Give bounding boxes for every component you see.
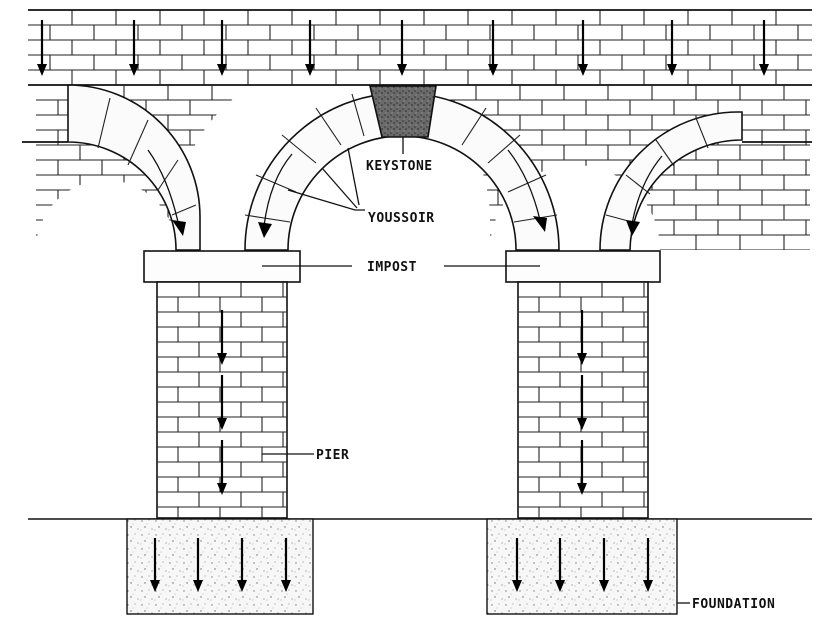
left-pier-load-arrow bbox=[217, 310, 227, 365]
voussoir-leader-line-inner bbox=[347, 147, 360, 206]
keystone-block bbox=[368, 85, 437, 138]
foundation-label: FOUNDATION bbox=[692, 597, 775, 612]
central-left-thrust-arrowhead bbox=[258, 222, 272, 238]
voussoir-label: YOUSSOIR bbox=[368, 211, 435, 226]
left-pier-load-arrow bbox=[217, 440, 227, 495]
left-foundation-load-arrow bbox=[237, 538, 247, 592]
top-load-arrow bbox=[305, 20, 315, 76]
voussoir-leader-line-middle bbox=[321, 167, 358, 209]
right-foundation-load-arrow bbox=[599, 538, 609, 592]
left-foundation-load-arrow bbox=[281, 538, 291, 592]
right-foundation-block bbox=[486, 518, 678, 615]
central-arch bbox=[244, 92, 560, 251]
voussoir-leader-line-outer bbox=[287, 189, 365, 211]
central-right-thrust-arrowhead bbox=[533, 216, 547, 232]
right-pier-load-arrow bbox=[577, 440, 587, 495]
top-wall-bricks bbox=[28, 10, 812, 85]
top-wall bbox=[28, 9, 812, 86]
left-arch-voussoir-joints bbox=[97, 97, 197, 216]
load-arrows bbox=[37, 20, 769, 592]
top-load-arrow bbox=[397, 20, 407, 76]
right-pier-load-arrow bbox=[577, 310, 587, 365]
right-pier-load-arrow bbox=[577, 375, 587, 430]
top-load-arrow bbox=[217, 20, 227, 76]
right-foundation-load-arrow bbox=[643, 538, 653, 592]
right-arch-thrust-arrowhead bbox=[626, 220, 640, 236]
left-pier-load-arrow bbox=[217, 375, 227, 430]
impost-label: IMPOST bbox=[367, 260, 417, 275]
top-load-arrow bbox=[667, 20, 677, 76]
left-foundation-block bbox=[126, 518, 314, 615]
top-load-arrow bbox=[488, 20, 498, 76]
right-foundation-load-arrow bbox=[555, 538, 565, 592]
left-partial-arch bbox=[22, 84, 201, 251]
top-load-arrow bbox=[578, 20, 588, 76]
left-foundation-load-arrow bbox=[150, 538, 160, 592]
right-foundation-load-arrow bbox=[512, 538, 522, 592]
left-foundation-load-arrow bbox=[193, 538, 203, 592]
central-arch-voussoir-joints bbox=[244, 93, 558, 223]
keystone-label: KEYSTONE bbox=[366, 159, 433, 174]
left-arch-thrust-arrowhead bbox=[172, 220, 186, 236]
top-load-arrow bbox=[37, 20, 47, 76]
top-load-arrow bbox=[759, 20, 769, 76]
pier-label: PIER bbox=[316, 448, 349, 463]
arch-thrust-arrows bbox=[147, 149, 663, 238]
top-load-arrow bbox=[129, 20, 139, 76]
